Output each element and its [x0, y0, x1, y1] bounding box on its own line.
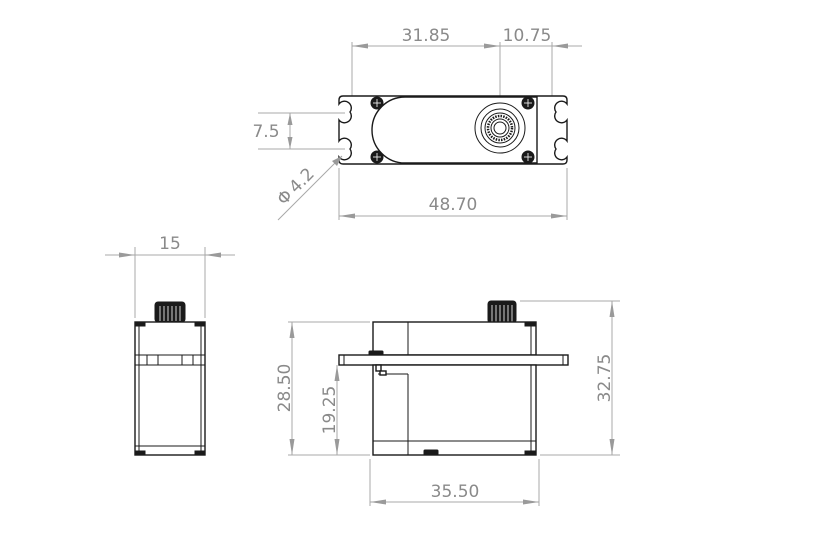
screw-head-icon	[135, 450, 146, 456]
top-view: 31.85 10.75	[252, 26, 582, 221]
side-view: 15	[105, 234, 235, 456]
screw-icon	[521, 150, 535, 164]
screw-icon	[370, 150, 384, 164]
mount-flange-side	[338, 354, 569, 366]
servo-bottom-case	[372, 364, 537, 456]
dim-7-5-label: 7.5	[252, 122, 279, 142]
screw-head-icon	[135, 321, 146, 327]
arrow-icon	[551, 213, 567, 219]
arrow-icon	[332, 156, 342, 166]
dim-15-label: 15	[159, 234, 181, 254]
dim-48-70-label: 48.70	[429, 195, 478, 215]
screw-head-icon	[194, 450, 205, 456]
arrow-icon	[289, 439, 295, 455]
spline-teeth	[491, 305, 513, 322]
dim-19-25-label: 19.25	[320, 386, 340, 435]
screw-nut	[379, 370, 387, 376]
arrow-icon	[523, 499, 539, 505]
shaft-screw-hole	[493, 121, 507, 135]
arrow-icon	[289, 322, 295, 338]
dim-4-2-label: 4.2	[285, 164, 318, 197]
screw-shank	[375, 364, 382, 372]
spline-outer	[484, 112, 516, 144]
arrow-icon	[287, 137, 293, 149]
dim-32-75-label: 32.75	[595, 354, 615, 403]
servo-body-top	[371, 96, 538, 164]
dim-28-50-label: 28.50	[275, 364, 295, 413]
arrow-icon	[205, 252, 221, 258]
servo-top-case	[372, 321, 537, 356]
spline-bore	[490, 118, 510, 138]
output-spline	[154, 301, 186, 323]
bottom-screw-icon	[423, 449, 439, 456]
spline-teeth	[486, 114, 514, 142]
front-view: 28.50 19.25 32.75 35.50	[275, 300, 620, 506]
dim-35-50-label: 35.50	[431, 482, 480, 502]
arrow-icon	[339, 213, 355, 219]
screw-icon	[370, 96, 384, 110]
corner-screw-icon	[524, 450, 536, 456]
arrow-icon	[119, 252, 135, 258]
screw-icon	[521, 96, 535, 110]
arrow-icon	[352, 43, 368, 49]
arrow-icon	[287, 113, 293, 125]
arrow-icon	[552, 43, 568, 49]
leader-line-hole	[277, 155, 343, 221]
arrow-icon	[334, 365, 340, 381]
arrow-icon	[484, 43, 500, 49]
screw-head-icon	[368, 350, 384, 356]
arrow-icon	[609, 439, 615, 455]
dim-hole-diameter: Φ 4.2	[273, 164, 318, 209]
dim-10-75-label: 10.75	[503, 26, 552, 46]
output-gear-ring	[474, 102, 526, 154]
servo-body-side	[134, 321, 206, 456]
arrow-icon	[609, 301, 615, 317]
arrow-icon	[334, 439, 340, 455]
screw-head-icon	[194, 321, 205, 327]
output-gear-ring	[480, 108, 520, 148]
dim-31-85-label: 31.85	[402, 26, 451, 46]
spline-teeth	[159, 306, 181, 321]
corner-screw-icon	[524, 321, 536, 327]
arrow-icon	[370, 499, 386, 505]
